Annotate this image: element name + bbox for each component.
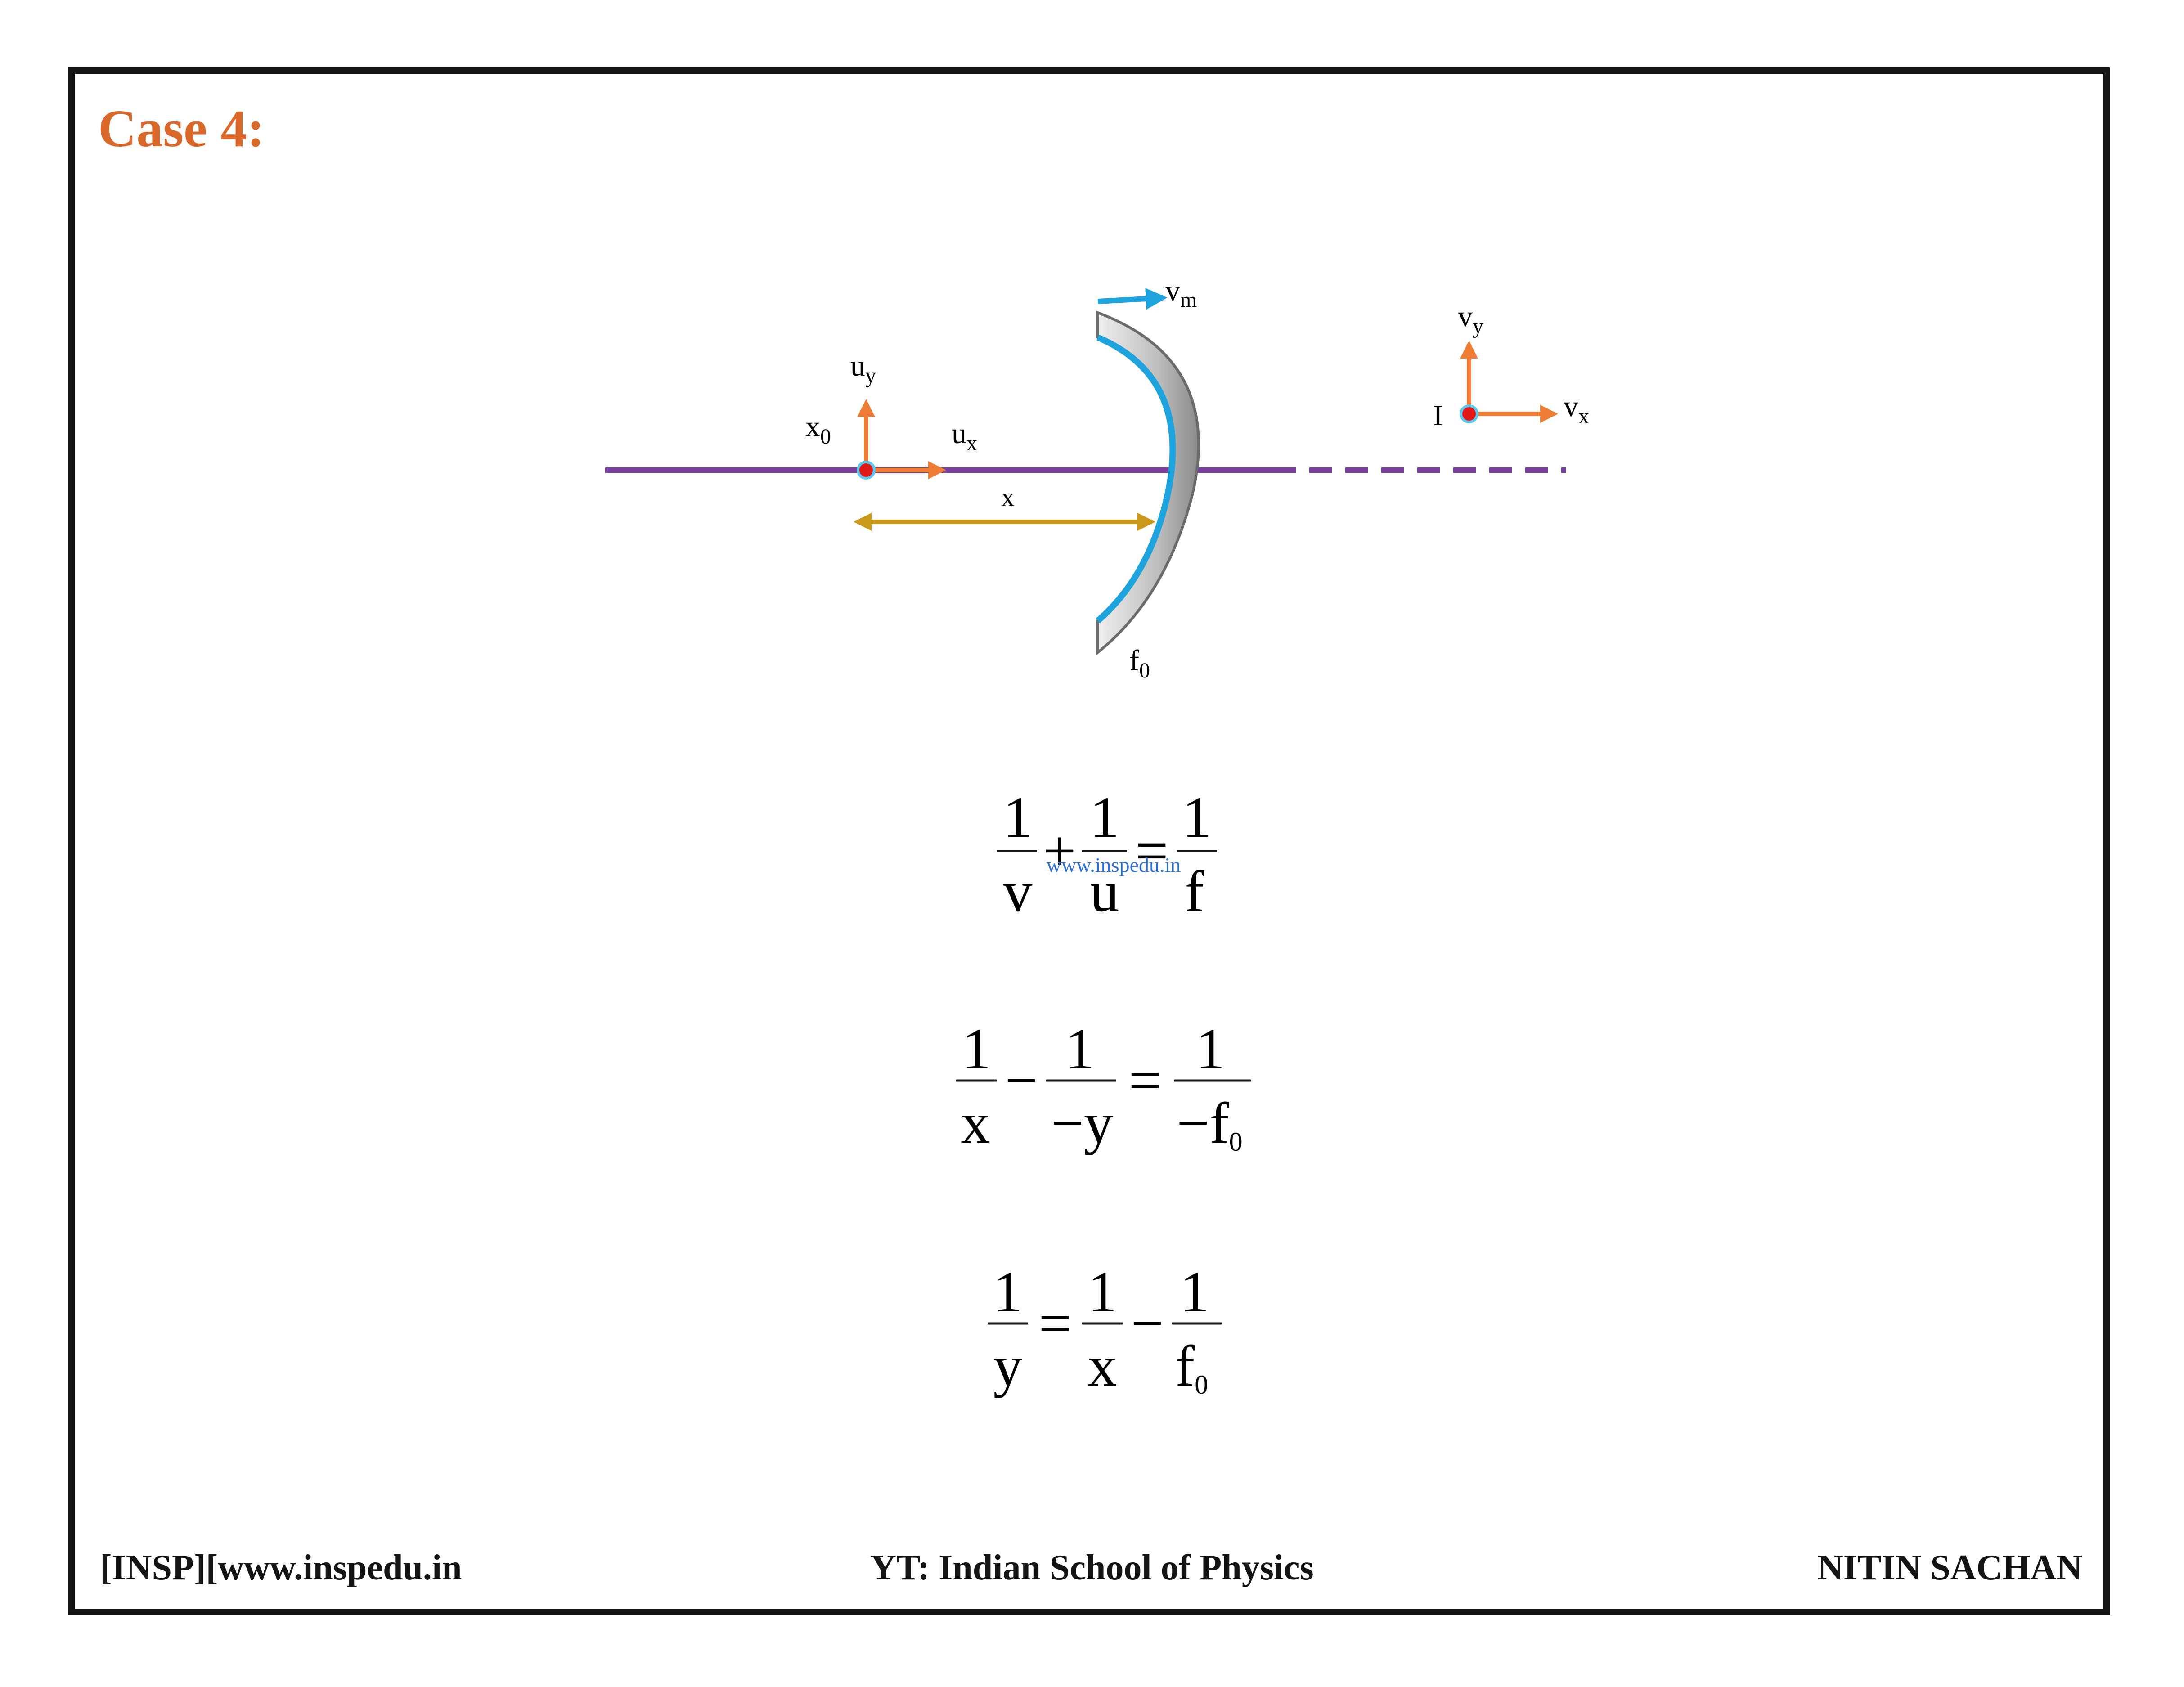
eq2-den-3: −f0 — [1177, 1091, 1243, 1157]
f0-label: f0 — [1129, 644, 1150, 682]
object-point — [857, 461, 876, 480]
mirror-reflecting-surface — [1096, 334, 1176, 624]
eq3-den-2: x — [1088, 1334, 1117, 1399]
footer-channel: YT: Indian School of Physics — [870, 1548, 1314, 1588]
eq2-den-1: x — [961, 1091, 990, 1156]
image-point — [1460, 404, 1478, 423]
ux-label: ux — [952, 417, 977, 455]
eq2-equals: = — [1128, 1048, 1161, 1113]
vy-label: vy — [1458, 300, 1483, 338]
eq1-den-1: v — [1003, 859, 1033, 924]
image-label: I — [1433, 399, 1443, 432]
eq3-den-3: f0 — [1175, 1334, 1208, 1400]
eq2-num-1: 1 — [962, 1017, 991, 1081]
eq1-den-3: f — [1185, 859, 1204, 924]
eq3-den-1: y — [993, 1334, 1023, 1399]
eq1-equals: = — [1135, 819, 1168, 884]
footer-website: [INSP][www.inspedu.in — [100, 1548, 462, 1588]
eq3-equals: = — [1038, 1291, 1071, 1356]
mirror-diagram: vm uy ux x0 x f0 vy vx I — [605, 274, 1589, 682]
eq1-den-2: u — [1090, 859, 1119, 924]
vm-label: vm — [1165, 274, 1197, 312]
eq3-op-minus: − — [1131, 1291, 1164, 1356]
eq1-op-plus: + — [1043, 819, 1076, 884]
x0-label: x0 — [805, 410, 831, 449]
distance-x-label: x — [1001, 482, 1015, 512]
eq3-num-1: 1 — [993, 1260, 1023, 1324]
convex-mirror — [1096, 310, 1200, 655]
equation-image-distance: 1 y = 1 x − 1 f0 — [988, 1260, 1222, 1400]
eq3-num-2: 1 — [1088, 1260, 1117, 1324]
eq2-num-2: 1 — [1065, 1017, 1095, 1081]
eq2-op-minus: − — [1005, 1048, 1038, 1113]
eq1-num-3: 1 — [1182, 785, 1212, 850]
uy-label: uy — [850, 350, 876, 388]
eq1-num-1: 1 — [1003, 785, 1033, 850]
eq3-num-3: 1 — [1180, 1260, 1209, 1324]
vx-label: vx — [1564, 390, 1589, 428]
eq2-den-2: −y — [1051, 1091, 1113, 1156]
footer-author: NITIN SACHAN — [1817, 1548, 2082, 1588]
eq1-num-2: 1 — [1090, 785, 1119, 850]
slide-title: Case 4: — [98, 99, 265, 158]
vm-arrow — [1097, 288, 1168, 310]
equation-substituted: 1 x − 1 −y = 1 −f0 — [956, 1017, 1251, 1157]
eq2-num-3: 1 — [1196, 1017, 1225, 1081]
watermark: www.inspedu.in — [1047, 853, 1181, 876]
slide-frame — [68, 67, 2110, 1615]
equation-mirror-formula: 1 v + 1 u = 1 f www.inspedu.in — [997, 785, 1217, 924]
